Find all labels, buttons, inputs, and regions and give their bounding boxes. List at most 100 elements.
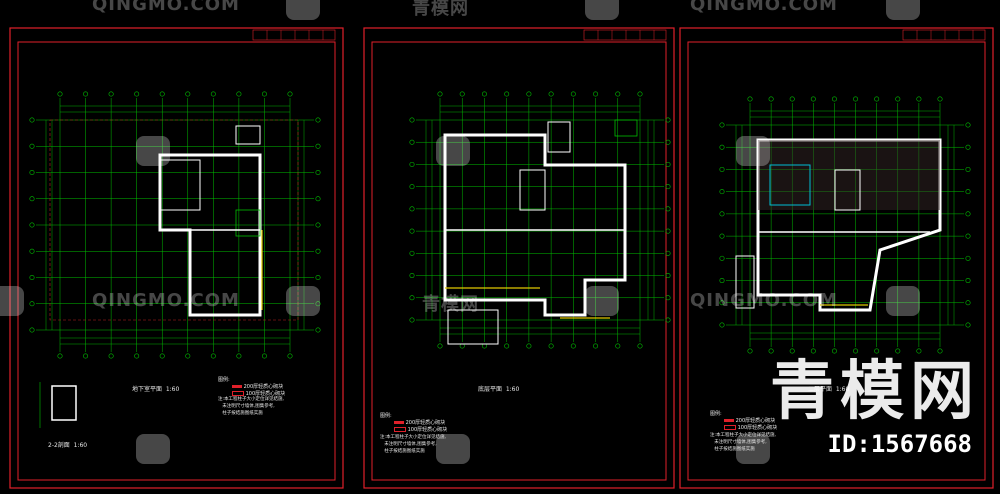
axis-bubble bbox=[315, 327, 321, 333]
axis-bubble bbox=[719, 122, 725, 128]
planter bbox=[614, 119, 638, 137]
axis-bubble bbox=[108, 353, 114, 359]
legend-second: 图例: 200厚轻质心砌块 100厚轻质心砌块 bbox=[710, 411, 778, 431]
axis-bubble bbox=[747, 96, 753, 102]
note-basement: 注:本工程柱子大小定位详见结施, 未注明尺寸墙体,图集参考, 柱子按结施图纸实施 bbox=[218, 397, 284, 416]
title-block bbox=[902, 29, 986, 41]
axis-bubble bbox=[210, 353, 216, 359]
stair bbox=[547, 121, 571, 153]
brand-watermark: 青模网 bbox=[770, 355, 980, 429]
axis-bubble bbox=[29, 143, 35, 149]
axis-bubble bbox=[665, 250, 671, 256]
sheet-title-ground: 底层平面 1:60 bbox=[478, 386, 520, 393]
axis-bubble bbox=[134, 353, 140, 359]
axis-bubble bbox=[236, 353, 242, 359]
axis-bubble bbox=[29, 248, 35, 254]
axis-bubble bbox=[504, 91, 510, 97]
sheet-border bbox=[9, 27, 344, 489]
axis-bubble bbox=[548, 343, 554, 349]
watermark-logo-icon bbox=[886, 0, 920, 20]
axis-bubble bbox=[315, 196, 321, 202]
axis-bubble bbox=[615, 343, 621, 349]
stair bbox=[235, 125, 261, 145]
axis-bubble bbox=[810, 348, 816, 354]
axis-bubble bbox=[853, 348, 859, 354]
axis-bubble bbox=[315, 301, 321, 307]
axis-bubble bbox=[916, 96, 922, 102]
axis-bubble bbox=[665, 228, 671, 234]
axis-bubble bbox=[593, 91, 599, 97]
axis-bubble bbox=[287, 91, 293, 97]
axis-bubble bbox=[57, 91, 63, 97]
axis-bubble bbox=[83, 91, 89, 97]
axis-bubble bbox=[665, 295, 671, 301]
sheet-inner-border bbox=[687, 41, 986, 481]
axis-bubble bbox=[570, 343, 576, 349]
drawing-frames bbox=[9, 27, 994, 489]
stair bbox=[519, 169, 546, 211]
axis-bubble bbox=[965, 278, 971, 284]
axis-bubble bbox=[29, 170, 35, 176]
watermark-logo-icon bbox=[736, 136, 770, 166]
axis-bubble bbox=[409, 317, 415, 323]
roof-hatch bbox=[758, 140, 940, 210]
sheet-border bbox=[679, 27, 994, 489]
axis-bubble bbox=[315, 222, 321, 228]
second-floor-plan bbox=[719, 96, 971, 354]
axis-bubble bbox=[29, 274, 35, 280]
boundary-line bbox=[49, 119, 299, 321]
watermark-logo-icon bbox=[286, 286, 320, 316]
axis-bubble bbox=[409, 273, 415, 279]
axis-bubble bbox=[665, 206, 671, 212]
watermark-logo-icon bbox=[585, 0, 619, 20]
axis-bubble bbox=[236, 91, 242, 97]
axis-bubble bbox=[965, 189, 971, 195]
axis-bubble bbox=[719, 278, 725, 284]
axis-bubble bbox=[315, 274, 321, 280]
section-detail bbox=[51, 385, 77, 421]
watermark-logo-icon bbox=[136, 434, 170, 464]
stair bbox=[834, 169, 861, 211]
floor-plans bbox=[29, 91, 971, 428]
axis-bubble bbox=[916, 348, 922, 354]
axis-bubble bbox=[315, 248, 321, 254]
axis-bubble bbox=[504, 343, 510, 349]
axis-bubble bbox=[768, 348, 774, 354]
axis-bubble bbox=[159, 91, 165, 97]
axis-bubble bbox=[665, 117, 671, 123]
axis-bubble bbox=[481, 91, 487, 97]
room-block bbox=[235, 209, 261, 237]
axis-bubble bbox=[874, 96, 880, 102]
axis-bubble bbox=[287, 353, 293, 359]
axis-bubble bbox=[853, 96, 859, 102]
axis-bubble bbox=[895, 96, 901, 102]
title-block bbox=[583, 29, 667, 41]
axis-bubble bbox=[637, 91, 643, 97]
watermark-text: QINGMO.COM bbox=[92, 0, 240, 15]
watermark-text: QINGMO.COM bbox=[92, 290, 240, 311]
axis-bubble bbox=[747, 348, 753, 354]
axis-bubble bbox=[719, 233, 725, 239]
axis-bubble bbox=[874, 348, 880, 354]
axis-bubble bbox=[134, 91, 140, 97]
axis-bubble bbox=[831, 348, 837, 354]
axis-bubble bbox=[409, 206, 415, 212]
axis-bubble bbox=[965, 211, 971, 217]
axis-bubble bbox=[29, 117, 35, 123]
axis-bubble bbox=[83, 353, 89, 359]
axis-bubble bbox=[937, 348, 943, 354]
axis-bubble bbox=[108, 91, 114, 97]
axis-bubble bbox=[409, 250, 415, 256]
sheet-title-basement: 地下室平面 1:60 bbox=[132, 386, 180, 393]
axis-bubble bbox=[409, 139, 415, 145]
axis-bubble bbox=[719, 166, 725, 172]
sheet-title-second: 二层平面 1:60 bbox=[808, 386, 850, 393]
watermark-logo-icon bbox=[436, 434, 470, 464]
axis-bubble bbox=[29, 301, 35, 307]
axis-bubble bbox=[29, 222, 35, 228]
axis-bubble bbox=[789, 348, 795, 354]
axis-bubble bbox=[570, 91, 576, 97]
axis-bubble bbox=[768, 96, 774, 102]
ground-plan bbox=[409, 91, 671, 349]
